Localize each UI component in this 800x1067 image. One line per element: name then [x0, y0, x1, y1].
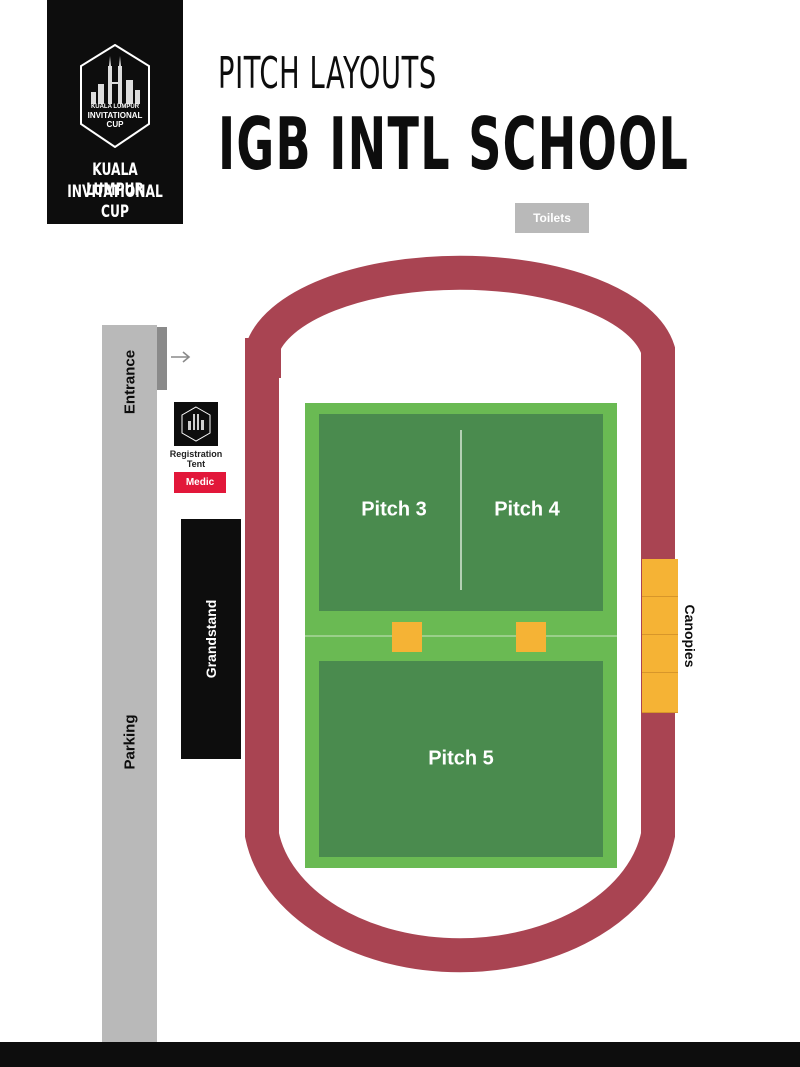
badge-text-line-1: KUALA LUMPUR [90, 104, 140, 110]
pitch-5-area [319, 661, 603, 857]
medic-marker: Medic [174, 472, 226, 493]
badge-text-line-2: INVITATIONAL [87, 111, 143, 120]
canopy-block [642, 597, 678, 635]
goal-marker-right [516, 622, 546, 652]
canopy-block [642, 559, 678, 597]
registration-label-line-1: Registration [169, 449, 223, 459]
parking-label: Parking [121, 714, 139, 770]
pitch-5-label: Pitch 5 [428, 747, 494, 770]
canopies-label: Canopies [682, 604, 698, 668]
canopy-block [642, 635, 678, 673]
entrance-gate [157, 327, 167, 390]
registration-label-line-2: Tent [186, 459, 206, 470]
goal-marker-left [392, 622, 422, 652]
toilets-marker: Toilets [515, 203, 589, 233]
footer-bar [0, 1042, 800, 1067]
grandstand-label: Grandstand [203, 599, 219, 679]
pitch-3-label: Pitch 3 [361, 498, 427, 521]
logo-name-line-2: INVITATIONAL CUP [67, 182, 163, 222]
grandstand-block [181, 519, 241, 759]
skyline-badge-icon [80, 44, 150, 148]
canopy-block [642, 673, 678, 713]
registration-tent-label: Registration Tent [160, 449, 232, 470]
track-end-block [245, 338, 281, 378]
pitch-4-label: Pitch 4 [494, 498, 560, 521]
running-track [245, 255, 675, 973]
badge-text-line-3: CUP [106, 120, 124, 129]
parking-area [102, 325, 157, 1042]
registration-logo-icon [174, 402, 218, 446]
arrow-right-icon [171, 351, 191, 363]
entrance-label: Entrance [121, 349, 139, 415]
page-title: IGB INTL SCHOOL [218, 102, 690, 186]
page-subtitle: PITCH LAYOUTS [218, 48, 437, 99]
logo-name-line-1: KUALA LUMPUR [86, 160, 144, 200]
